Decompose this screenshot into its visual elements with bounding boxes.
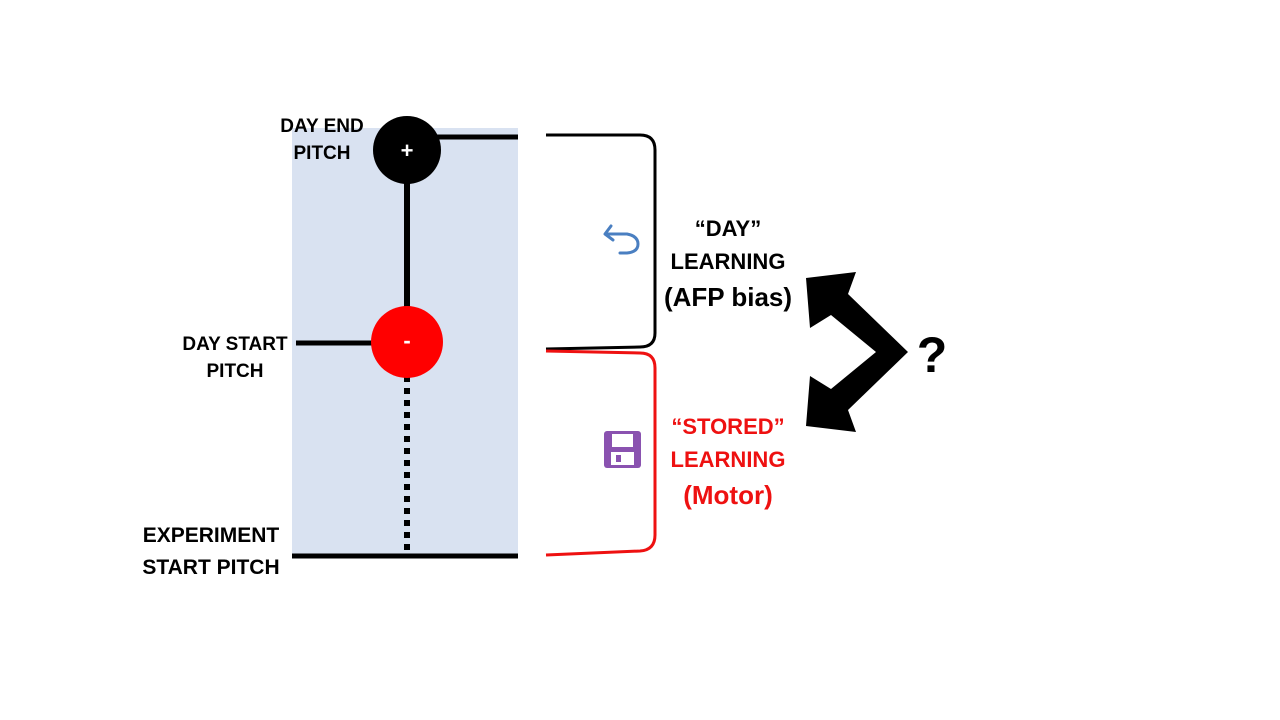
day-start-pitch-label-line1: DAY START <box>182 334 288 355</box>
day-learning-line3: (AFP bias) <box>663 282 793 312</box>
day-end-pitch-label-line1: DAY END <box>280 116 364 137</box>
plus-sign: + <box>401 138 414 163</box>
minus-sign: - <box>403 328 410 353</box>
experiment-start-pitch-label-line2: START PITCH <box>142 555 280 579</box>
floppy-disk-icon <box>604 431 641 468</box>
day-learning-line2: LEARNING <box>670 249 786 274</box>
stored-learning-line2: LEARNING <box>670 447 786 472</box>
stored-learning-bracket <box>545 349 657 557</box>
day-end-pitch-label-line2: PITCH <box>293 142 351 164</box>
experiment-start-pitch-label: EXPERIMENT START PITCH <box>126 520 296 583</box>
day-start-pitch-label-line2: PITCH <box>206 360 264 382</box>
bidirectional-arrow-icon <box>806 272 908 432</box>
experiment-start-pitch-label-line1: EXPERIMENT <box>142 524 280 547</box>
day-start-pitch-label: DAY START PITCH <box>170 332 300 385</box>
day-learning-bracket <box>545 133 657 351</box>
stored-learning-label: “STORED” LEARNING (Motor) <box>648 410 808 515</box>
stored-learning-line1: “STORED” <box>671 414 785 439</box>
undo-arrow-icon <box>595 212 650 274</box>
minus-circle <box>371 306 443 378</box>
day-learning-line1: “DAY” <box>694 216 762 241</box>
day-learning-label: “DAY” LEARNING (AFP bias) <box>648 212 808 317</box>
stored-learning-line3: (Motor) <box>683 480 773 510</box>
question-mark: ? <box>916 327 948 383</box>
day-end-pitch-label: DAY END PITCH <box>262 114 382 167</box>
plus-circle <box>373 116 441 184</box>
